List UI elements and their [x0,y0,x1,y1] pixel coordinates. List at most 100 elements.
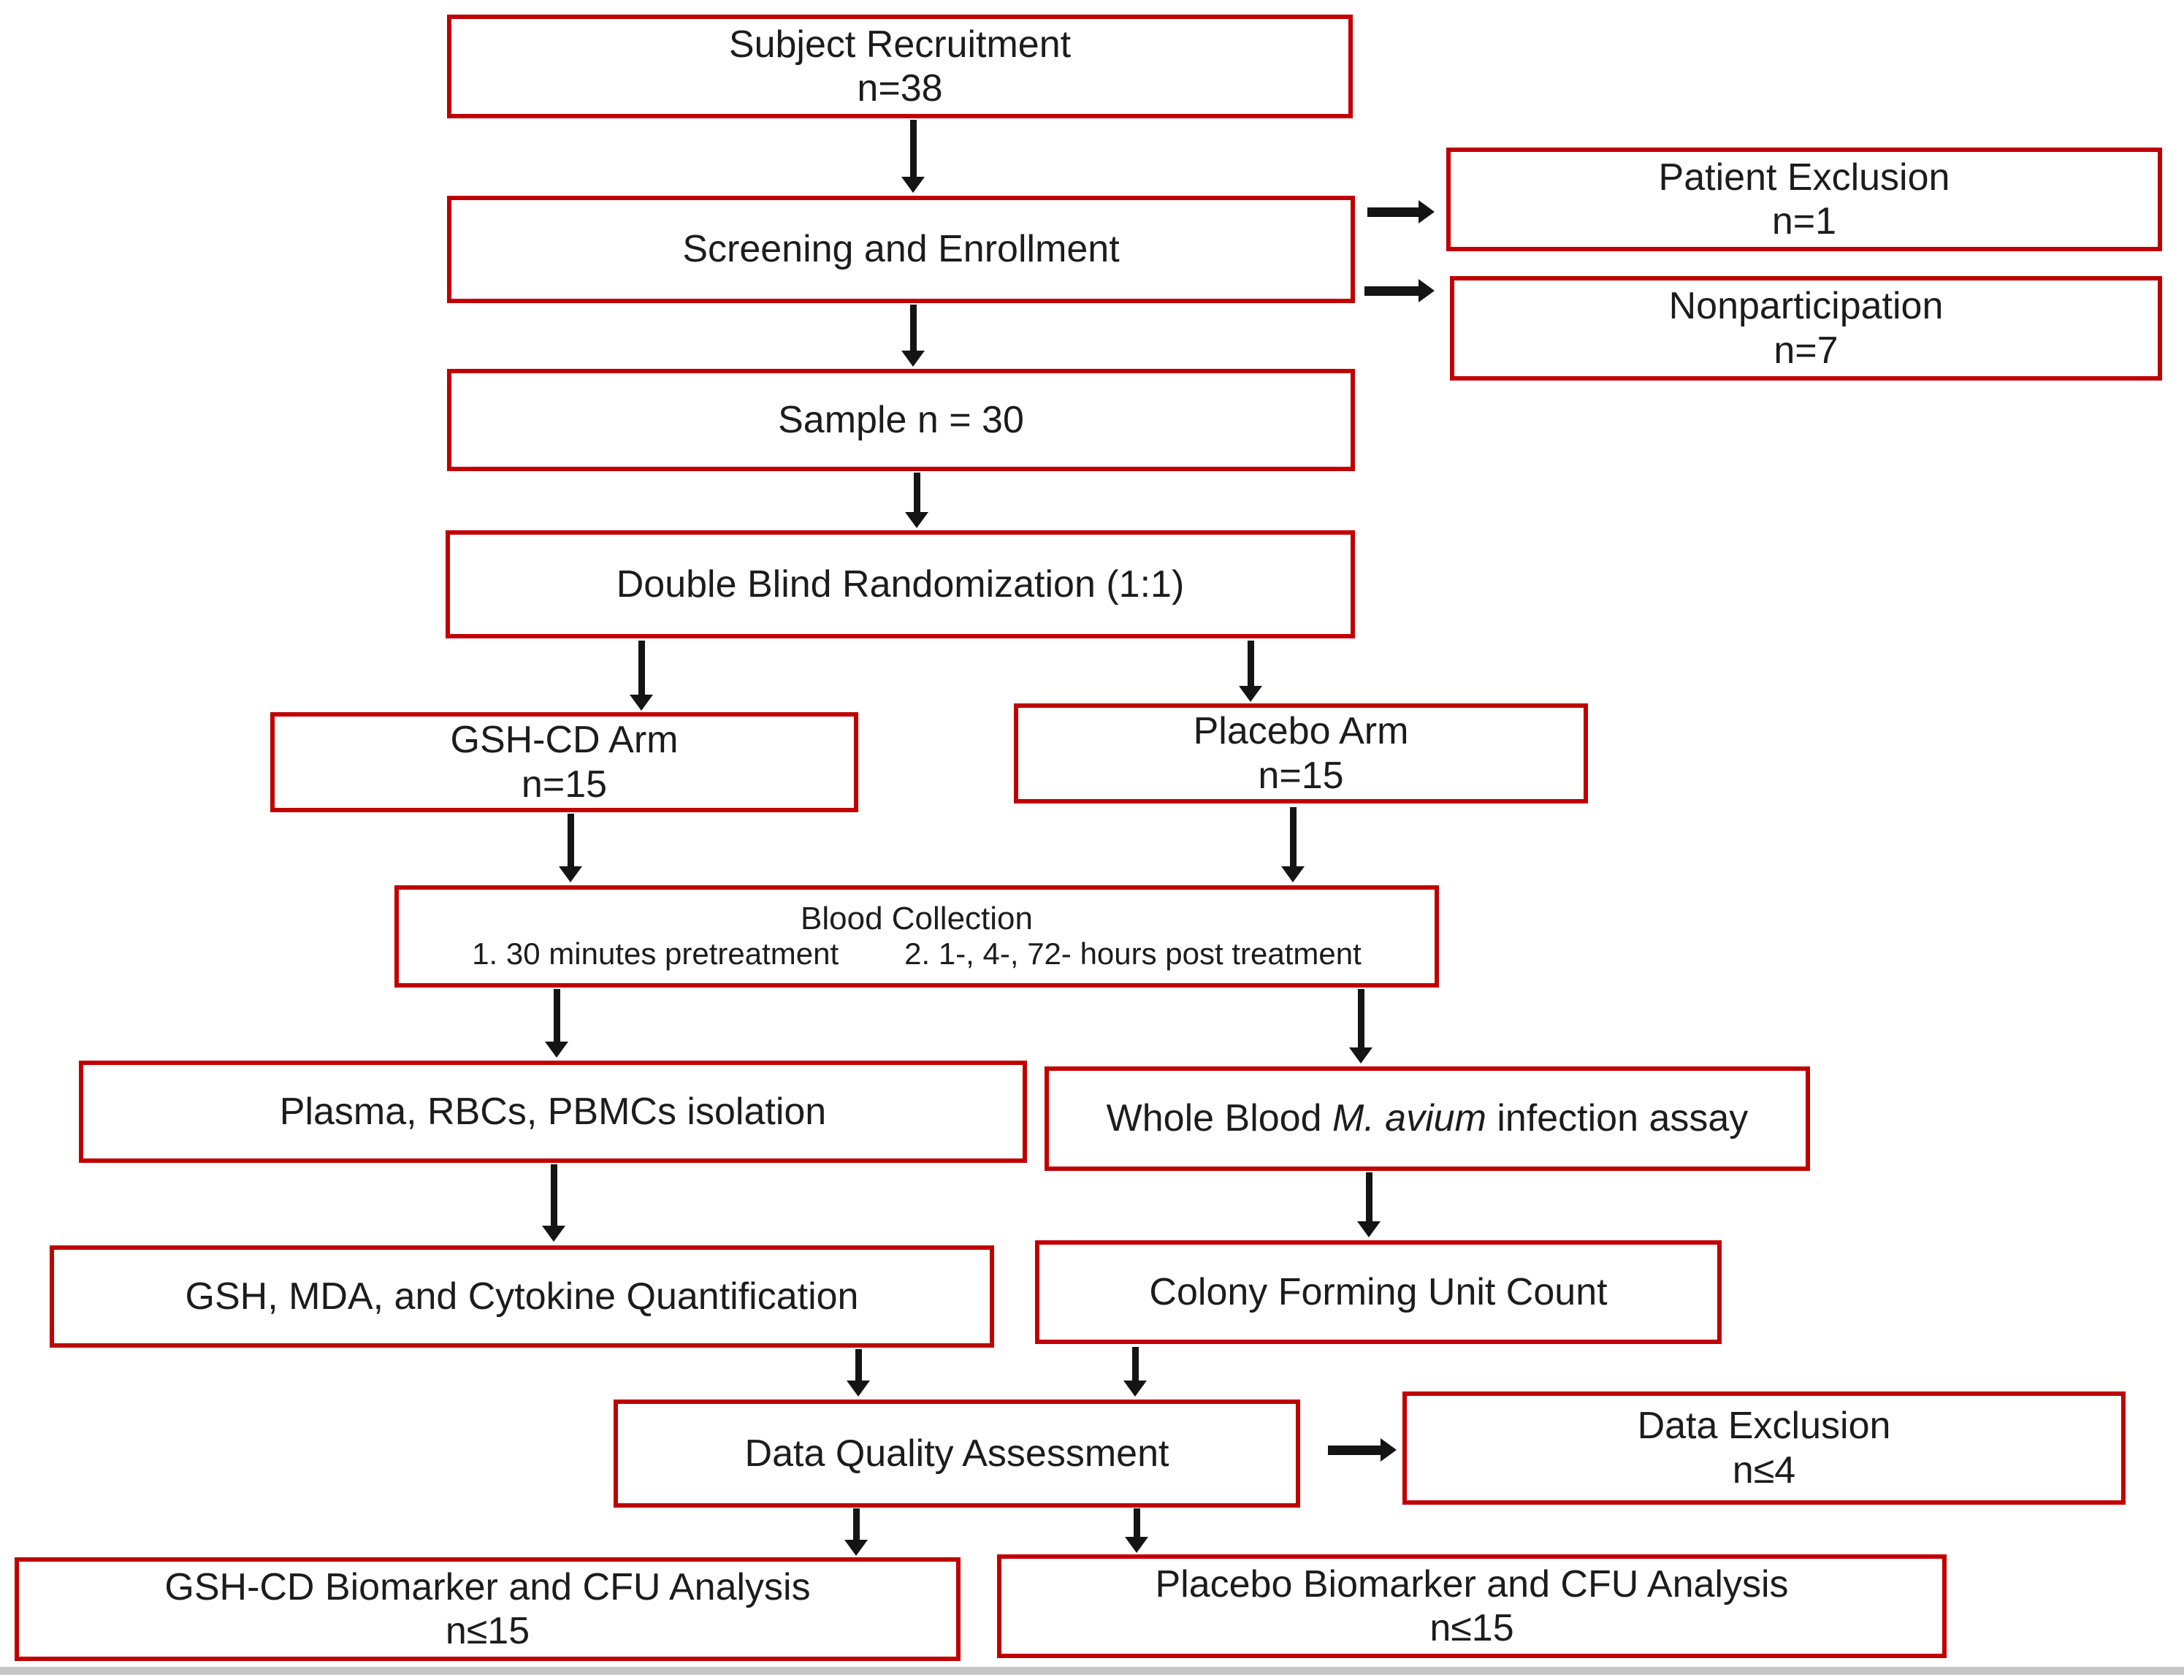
node-subject-recruitment: Subject Recruitment n=38 [447,15,1353,118]
node-placebo-analysis-n: n≤15 [1429,1607,1514,1649]
node-data-quality-label: Data Quality Assessment [744,1432,1169,1475]
node-gsh-cd-analysis-n: n≤15 [445,1610,530,1652]
node-cfu-count: Colony Forming Unit Count [1035,1240,1722,1344]
arrow-down-icon [847,1381,870,1397]
arrow-down-icon [905,512,928,528]
arrow-randomization-to-gsh-arm [630,641,653,711]
node-patient-exclusion-n: n=1 [1771,200,1837,243]
node-randomization: Double Blind Randomization (1:1) [446,530,1355,638]
node-screening-enrollment: Screening and Enrollment [447,196,1355,303]
arrow-shaft [1247,641,1254,686]
arrow-shaft [567,814,574,866]
node-gsh-mda-quantification-label: GSH, MDA, and Cytokine Quantification [185,1275,859,1318]
arrow-shaft [1367,207,1419,217]
bottom-divider-bar [0,1667,2184,1675]
arrow-placebo-arm-to-blood-collection [1281,807,1305,882]
node-plasma-isolation: Plasma, RBCs, PBMCs isolation [79,1061,1027,1163]
node-plasma-isolation-label: Plasma, RBCs, PBMCs isolation [279,1090,827,1133]
arrow-down-icon [1357,1221,1381,1237]
arrow-shaft [1364,286,1419,296]
arrow-down-icon [901,177,925,193]
whole-blood-post: infection assay [1486,1097,1749,1140]
node-data-quality: Data Quality Assessment [614,1400,1300,1508]
node-placebo-analysis: Placebo Biomarker and CFU Analysis n≤15 [997,1554,1947,1658]
node-patient-exclusion: Patient Exclusion n=1 [1446,148,2162,251]
node-subject-recruitment-label: Subject Recruitment [728,23,1072,66]
arrow-blood-to-whole-blood-assay [1349,989,1372,1064]
arrow-shaft [553,989,560,1042]
arrow-screening-to-patient-exclusion [1367,200,1435,224]
node-patient-exclusion-label: Patient Exclusion [1658,156,1950,199]
arrow-screening-to-nonparticipation [1364,279,1435,302]
arrow-whole-blood-to-cfu [1357,1172,1381,1237]
node-gsh-cd-arm: GSH-CD Arm n=15 [270,712,858,812]
arrow-shaft [852,1508,860,1540]
arrow-down-icon [1239,686,1262,702]
arrow-data-quality-to-placebo-analysis [1125,1508,1148,1553]
arrow-shaft [550,1164,557,1226]
node-gsh-cd-analysis: GSH-CD Biomarker and CFU Analysis n≤15 [15,1557,961,1661]
arrow-data-quality-to-data-exclusion [1328,1438,1397,1462]
node-data-exclusion: Data Exclusion n≤4 [1402,1391,2126,1505]
arrow-down-icon [545,1042,568,1058]
arrow-shaft [1365,1172,1372,1221]
node-nonparticipation-n: n=7 [1773,329,1839,372]
arrow-cfu-to-data-quality [1123,1347,1147,1397]
node-data-exclusion-label: Data Exclusion [1637,1405,1891,1448]
node-screening-enrollment-label: Screening and Enrollment [682,228,1120,271]
node-placebo-analysis-label: Placebo Biomarker and CFU Analysis [1155,1562,1789,1605]
arrow-plasma-to-quantification [542,1164,565,1242]
arrow-quantification-to-data-quality [847,1349,870,1397]
node-blood-collection-item2: 2. 1-, 4-, 72- hours post treatment [904,936,1362,971]
arrow-down-icon [542,1226,565,1242]
arrow-down-icon [630,695,653,711]
arrow-shaft [1357,989,1364,1047]
node-gsh-cd-arm-label: GSH-CD Arm [450,719,679,762]
node-sample: Sample n = 30 [447,369,1355,471]
arrow-sample-to-randomization [905,473,928,528]
arrow-randomization-to-placebo-arm [1239,641,1262,702]
arrow-shaft [909,120,917,177]
arrow-shaft [909,305,917,351]
node-randomization-label: Double Blind Randomization (1:1) [616,562,1185,606]
arrow-shaft [855,1349,862,1381]
arrow-shaft [913,473,920,512]
node-blood-collection-title: Blood Collection [801,900,1033,936]
arrow-subject-to-screening [901,120,925,193]
node-subject-recruitment-n: n=38 [857,67,943,110]
node-whole-blood-assay: Whole Blood M. avium infection assay [1045,1066,1810,1171]
arrow-blood-to-plasma [545,989,568,1058]
arrow-screening-to-sample [901,305,925,367]
node-placebo-arm: Placebo Arm n=15 [1014,703,1588,803]
arrow-down-icon [901,351,925,367]
node-placebo-arm-label: Placebo Arm [1193,710,1409,753]
arrow-down-icon [1125,1537,1148,1553]
arrow-shaft [1328,1445,1381,1455]
arrow-right-icon [1419,279,1435,302]
node-whole-blood-assay-label: Whole Blood M. avium infection assay [1107,1096,1749,1140]
arrow-gsh-arm-to-blood-collection [559,814,582,882]
node-gsh-cd-analysis-label: GSH-CD Biomarker and CFU Analysis [164,1565,811,1608]
arrow-down-icon [559,866,582,882]
node-blood-collection: Blood Collection 1. 30 minutes pretreatm… [394,885,1439,988]
whole-blood-italic: M. avium [1332,1097,1486,1140]
whole-blood-pre: Whole Blood [1106,1097,1332,1140]
node-data-exclusion-n: n≤4 [1732,1448,1796,1492]
arrow-down-icon [844,1540,868,1556]
node-sample-label: Sample n = 30 [778,398,1024,441]
arrow-down-icon [1281,866,1305,882]
arrow-shaft [1133,1508,1140,1537]
arrow-data-quality-to-gsh-analysis [844,1508,868,1556]
arrow-shaft [638,641,645,695]
arrow-down-icon [1349,1047,1372,1064]
node-nonparticipation: Nonparticipation n=7 [1450,276,2162,381]
node-blood-collection-item1: 1. 30 minutes pretreatment [472,936,839,971]
arrow-right-icon [1381,1438,1397,1462]
arrow-right-icon [1419,200,1435,224]
node-placebo-arm-n: n=15 [1258,754,1344,797]
node-cfu-count-label: Colony Forming Unit Count [1149,1270,1608,1313]
arrow-shaft [1131,1347,1139,1381]
arrow-shaft [1289,807,1297,866]
node-blood-collection-items: 1. 30 minutes pretreatment 2. 1-, 4-, 72… [409,936,1424,971]
